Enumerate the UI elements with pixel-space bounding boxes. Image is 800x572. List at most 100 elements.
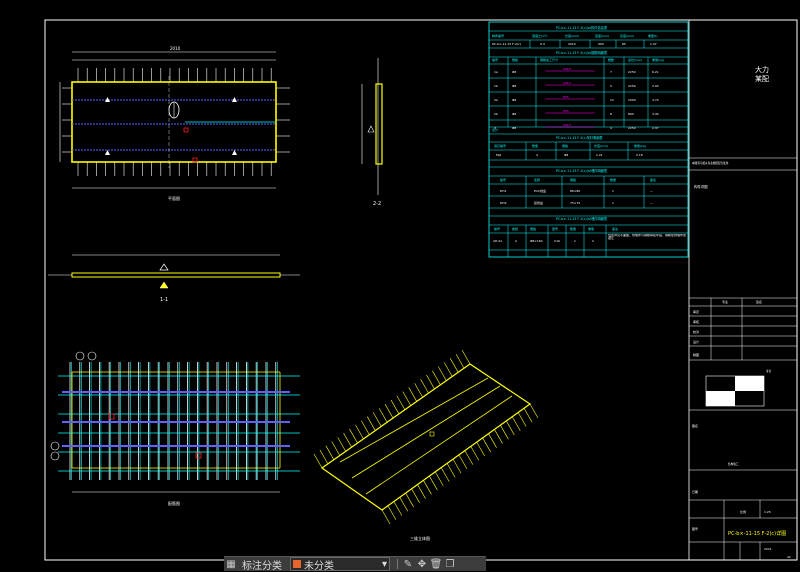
t5-title: PC-b×-11-15 F-2(c)(a)埋件明细表 (556, 216, 608, 221)
tables-block: PC-b×-11-15 F-2(c)(a)构件信息表 构件编号 混凝土(m³) … (488, 21, 689, 258)
t5-c4: 1 (574, 239, 576, 243)
t1-h1: 混凝土(m³) (532, 33, 547, 38)
t2-h5: 重量(kg) (652, 57, 664, 62)
t3-c0: MJ1 (496, 153, 501, 157)
code-label: 图号 (692, 526, 698, 531)
t3-h3: 长度(mm) (594, 143, 608, 148)
t1-h3: 宽度(mm) (595, 33, 609, 38)
t5-h3: 型号 (552, 226, 558, 231)
move-icon[interactable]: ✥ (417, 558, 427, 570)
t4-row-1-count: 1 (612, 201, 614, 205)
dim-top: 2010 (170, 46, 181, 51)
t5-c1: 2 (515, 239, 517, 243)
edit-icon[interactable]: ✎ (403, 558, 413, 570)
category-select-value: 未分类 (304, 560, 334, 572)
t2-row-4-weight: 2.37 (652, 126, 659, 130)
t2-row-4-length: 2250 (628, 126, 636, 130)
t4-row-0-remark: — (650, 189, 653, 193)
t3-title: PC-b×-11-15 F-2(c)吊钉明细表 (556, 135, 603, 140)
t1-c4: 65 (622, 42, 626, 46)
section-1-1: 1-1 (48, 254, 300, 303)
t2-row-1-length: 2250 (628, 84, 636, 88)
tb-col-0: 专业 (722, 299, 728, 304)
section-11-title: 1-1 (160, 297, 168, 303)
t1-h2: 长度(mm) (565, 33, 579, 38)
t2-row-4-count: 4 (610, 126, 612, 130)
tb-row-2: 校对 (693, 329, 699, 334)
t5-h4: 数量 (570, 226, 576, 231)
t2-h1: 规格 (512, 57, 518, 62)
t3-h4: 重量(kg) (634, 143, 646, 148)
t2-row-4-shape: 2010 (563, 123, 571, 127)
t2-total: 合计 (492, 127, 498, 132)
t2-h3: 根数 (608, 57, 614, 62)
t2-row-3-count: 8 (610, 112, 612, 116)
t4-h1: 名称 (534, 177, 540, 182)
plan-title: 平面图 (168, 195, 180, 201)
t3-h0: 吊钉编号 (494, 143, 506, 148)
tb-row-3: 设计 (693, 339, 699, 344)
rebar-view: 配筋图 (50, 351, 300, 506)
t2-h4: 总长(mm) (628, 57, 642, 62)
t4-row-0-id: DH1 (500, 189, 507, 193)
t2-row-3-shape: 855 (563, 109, 569, 113)
tb-row-0: 审定 (693, 309, 699, 314)
grid-icon[interactable]: ▦ (226, 558, 236, 570)
t2-row-3-id: 2b (494, 112, 498, 116)
t4-row-0-count: 1 (612, 189, 614, 193)
t3-h1: 数量 (532, 143, 538, 148)
approve-label: 专业 (766, 369, 772, 373)
t4-row-0-spec: 86×86 (570, 189, 580, 193)
t5-h2: 规格 (530, 226, 536, 231)
t4-row-0-name: PVC线盒 (534, 188, 546, 193)
t2-row-1-weight: 2.04 (652, 84, 659, 88)
t2-row-1-shape: 2010 (563, 81, 571, 85)
t3-c2: Φ8 (564, 153, 568, 157)
t1-h5: 重量(t) (648, 33, 658, 38)
t1-c1: 0.4 (540, 42, 545, 46)
t2-h2: 钢筋加工尺寸 (540, 57, 558, 62)
date-label: 日期 (692, 489, 698, 494)
t4-h3: 数量 (610, 177, 616, 182)
t5-c0: AH-01 (493, 239, 502, 243)
t2-h0: 编号 (492, 57, 498, 62)
iso-view: 三维立体图 (313, 349, 539, 541)
iso-title: 三维立体图 (410, 535, 430, 541)
t5-h1: 类别 (512, 226, 518, 231)
section-2-2: 2-2 (361, 58, 383, 207)
t5-h6: 备注 (612, 226, 618, 231)
t1-h4: 高度(mm) (620, 33, 634, 38)
scale-label: 比例 (740, 509, 746, 514)
category-select[interactable]: 未分类 ▾ (290, 557, 390, 572)
t5-c2: Φ8×160 (530, 239, 543, 243)
copy-icon[interactable]: ❐ (445, 558, 455, 570)
t3-c4: 2.18 (636, 153, 643, 157)
t2-row-2-count: 12 (610, 98, 614, 102)
project-label: 构件详图 (694, 184, 708, 189)
delete-icon[interactable]: 🗑 (429, 558, 443, 570)
scale-value: 1:25 (764, 510, 771, 514)
t1-title: PC-b×-11-15 F-2(c)(a)构件信息表 (556, 25, 608, 30)
t4-row-1-id: DH2 (500, 201, 507, 205)
annotation-toolbar: ▦ 标注分类 未分类 ▾ ✎ ✥ 🗑 ❐ (224, 556, 486, 572)
plan-view: 2010 平面图 (59, 46, 290, 201)
t2-row-2-weight: 4.74 (652, 98, 659, 102)
t1-c3: 900 (598, 42, 604, 46)
t2-row-4-id: 3 (494, 126, 496, 130)
page-number: 42 (787, 555, 791, 559)
drawing-name: PC-b×-11-15 F-2(c)详图 (728, 530, 786, 537)
t2-row-3-length: 890 (628, 112, 634, 116)
t2-row-0-weight: 6.21 (652, 70, 659, 74)
t4-h0: 编号 (500, 177, 506, 182)
t2-row-0-shape: 2010 (563, 67, 571, 71)
t2-row-2-shape: 855 (563, 95, 569, 99)
t5-h0: 编号 (494, 226, 500, 231)
t5-c6: 位置详见平面图，预埋件与钢筋焊接牢固，钢筋在预埋件处避让 (608, 234, 687, 241)
t4-h4: 备注 (650, 177, 656, 182)
t2-row-0-length: 2250 (628, 70, 636, 74)
title-block: 大力某配 本图须与相关专业图纸配合使用 构件详图 专业 签名 审定 审核 校对 … (688, 20, 797, 560)
t5-c5: 2 (592, 239, 594, 243)
t2-title: PC-b×-11-15 F-2(c)(a)钢筋明细表 (556, 50, 608, 55)
t3-c1: 4 (536, 153, 538, 157)
